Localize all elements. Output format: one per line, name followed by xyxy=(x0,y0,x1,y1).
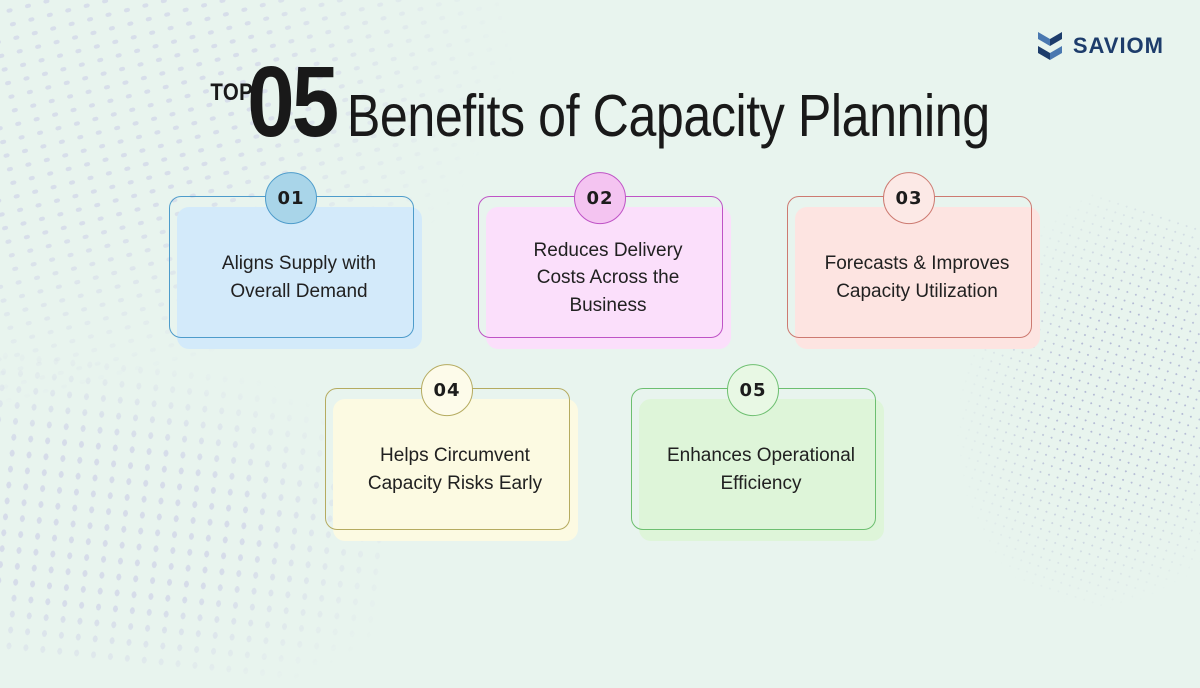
card-label: Forecasts & Improves Capacity Utilizatio… xyxy=(824,253,1010,302)
saviom-logo-text: SAVIOM xyxy=(1072,33,1164,58)
card-label: Aligns Supply with Overall Demand xyxy=(221,253,377,302)
card-number-badge: 03 xyxy=(883,172,935,225)
card-number-badge: 05 xyxy=(727,364,779,417)
benefit-card: Enhances Operational Efficiency 05 xyxy=(630,364,884,541)
card-number: 02 xyxy=(586,187,614,209)
card-fill-panel: Forecasts & Improves Capacity Utilizatio… xyxy=(794,207,1040,349)
card-number: 01 xyxy=(277,187,305,209)
card-label: Helps Circumvent Capacity Risks Early xyxy=(367,445,543,494)
card-label: Enhances Operational Efficiency xyxy=(666,445,855,494)
card-fill-panel: Enhances Operational Efficiency xyxy=(638,399,884,541)
benefit-card: Reduces Delivery Costs Across the Busine… xyxy=(477,172,731,349)
benefit-card: Helps Circumvent Capacity Risks Early 04 xyxy=(324,364,578,541)
saviom-logo: SAVIOM xyxy=(1035,27,1164,65)
saviom-s-icon xyxy=(1037,32,1062,60)
page-title: TOP 05 Benefits of Capacity Planning xyxy=(0,52,1200,152)
card-fill-panel: Aligns Supply with Overall Demand xyxy=(176,207,422,349)
card-number: 04 xyxy=(433,379,461,401)
card-number-badge: 02 xyxy=(574,172,626,225)
benefits-row-top: Aligns Supply with Overall Demand 01 Red… xyxy=(0,172,1200,349)
benefit-card: Forecasts & Improves Capacity Utilizatio… xyxy=(786,172,1040,349)
card-number: 03 xyxy=(895,187,923,209)
card-fill-panel: Reduces Delivery Costs Across the Busine… xyxy=(485,207,731,349)
card-number-badge: 01 xyxy=(265,172,317,225)
card-number-badge: 04 xyxy=(421,364,473,417)
title-top-label: TOP xyxy=(210,79,254,106)
title-number: 05 xyxy=(247,46,339,158)
title-main-text: Benefits of Capacity Planning xyxy=(346,83,990,149)
card-number: 05 xyxy=(739,379,767,401)
benefits-row-bottom: Helps Circumvent Capacity Risks Early 04… xyxy=(0,364,1200,541)
card-label: Reduces Delivery Costs Across the Busine… xyxy=(533,239,683,316)
benefit-card: Aligns Supply with Overall Demand 01 xyxy=(168,172,422,349)
card-fill-panel: Helps Circumvent Capacity Risks Early xyxy=(332,399,578,541)
